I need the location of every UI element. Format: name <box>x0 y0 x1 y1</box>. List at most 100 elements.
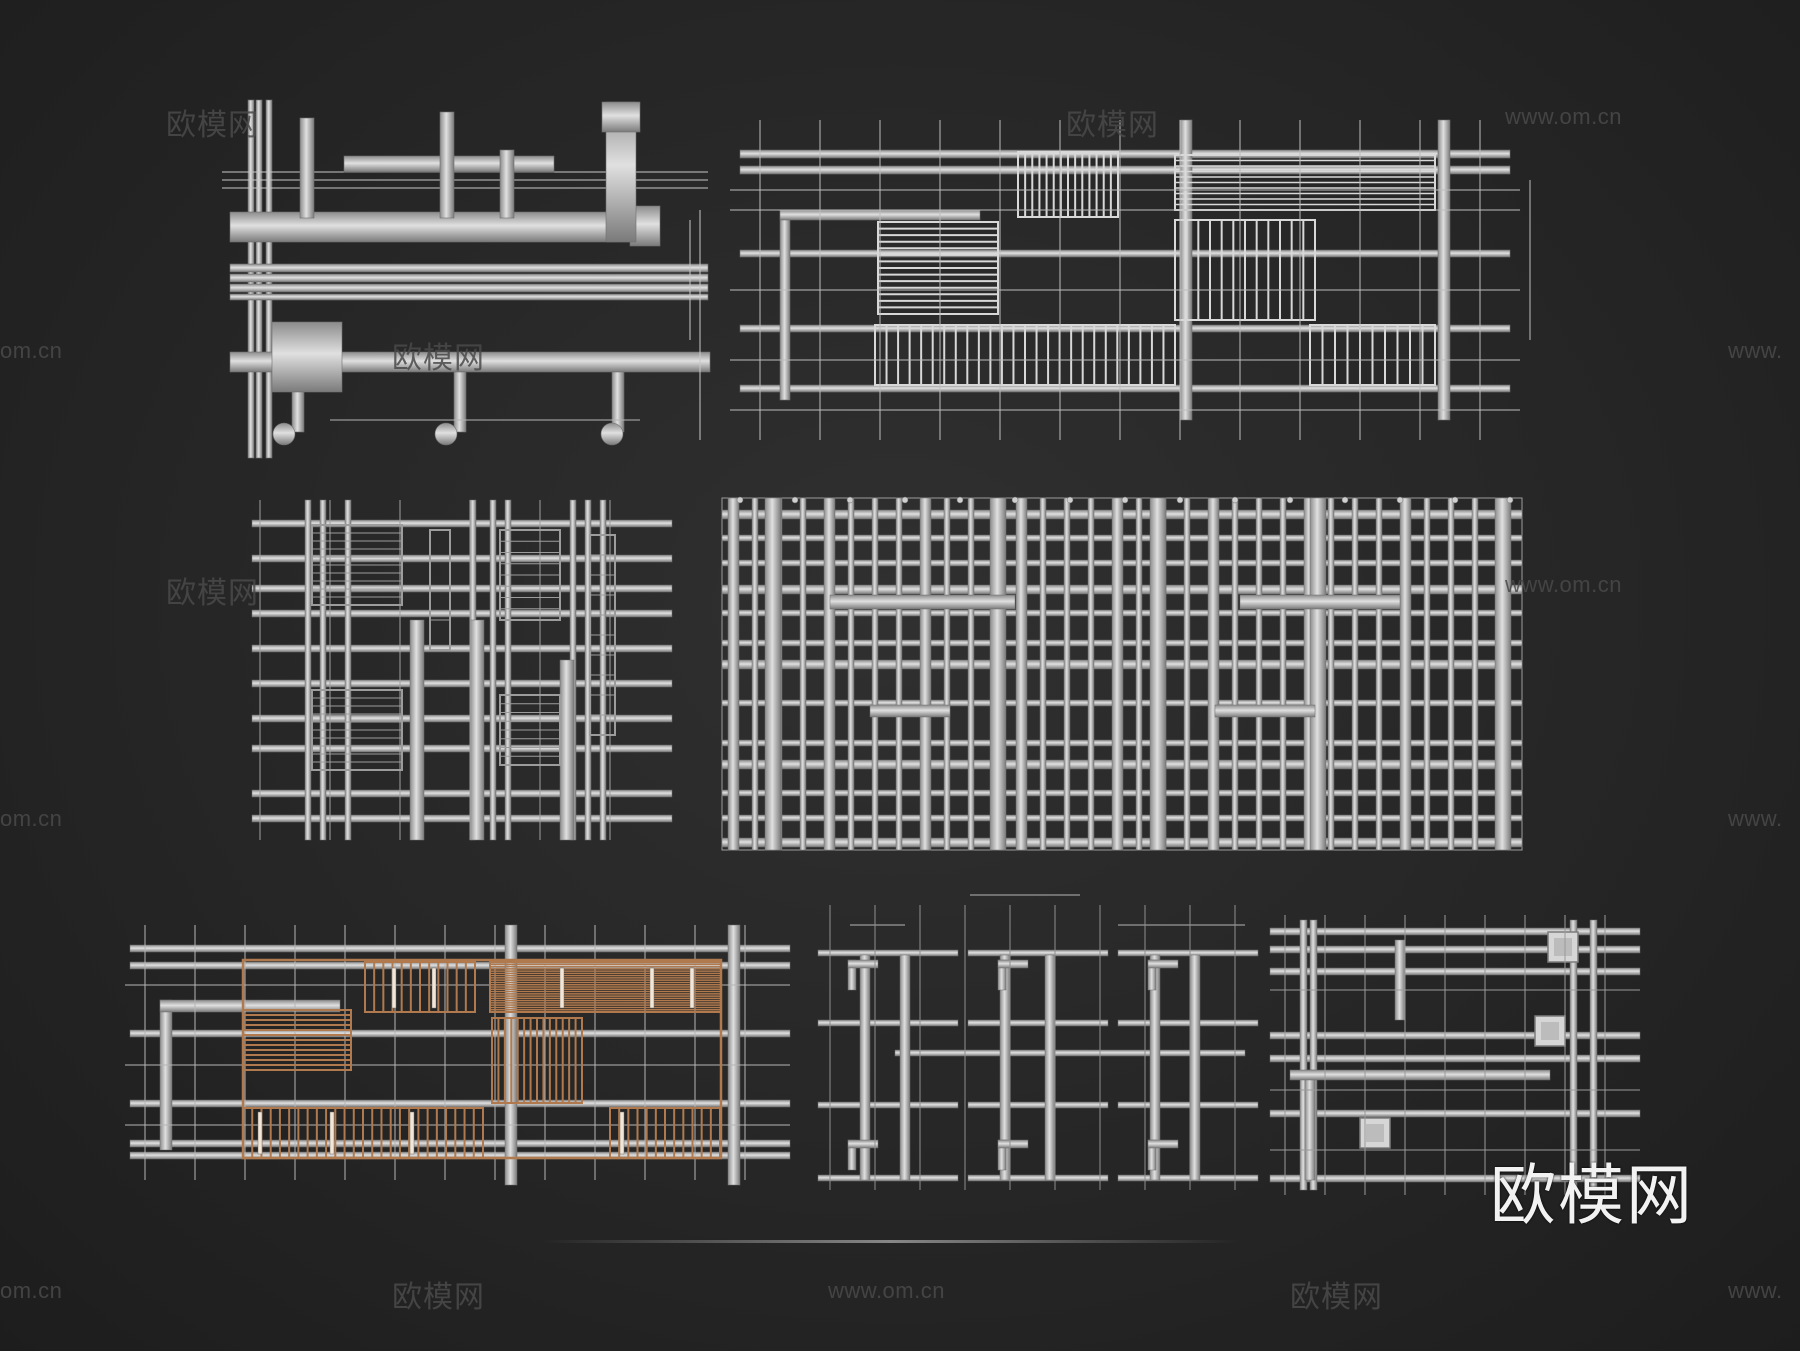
vertical-pipe <box>344 499 352 841</box>
grille-highlight <box>409 1111 415 1155</box>
horizontal-pipe <box>817 1019 959 1027</box>
horizontal-pipe <box>869 704 951 718</box>
horizontal-pipe <box>1147 959 1179 969</box>
vertical-pipe <box>943 497 951 851</box>
vertical-pipe <box>1399 497 1412 851</box>
horizontal-pipe <box>129 1139 791 1148</box>
horizontal-pipe <box>1269 1054 1641 1063</box>
vertical-pipe <box>799 497 807 851</box>
horizontal-pipe <box>251 789 673 798</box>
panel-large-pipe-grid <box>721 496 1523 851</box>
horizontal-pipe <box>129 1099 791 1108</box>
horizontal-pipe <box>1214 704 1316 718</box>
grille-highlight <box>619 1111 625 1155</box>
horizontal-pipe <box>251 744 673 753</box>
grille-highlight <box>649 967 655 1009</box>
horizontal-pipe <box>251 714 673 723</box>
vertical-pipe <box>304 499 312 841</box>
pipe-fitting <box>901 496 909 504</box>
panel-wood-grille-rack <box>125 924 791 1186</box>
vertical-pipe <box>409 619 425 841</box>
watermark-cn: 欧模网 <box>166 108 259 143</box>
horizontal-pipe <box>251 679 673 688</box>
pipe-fitting <box>956 496 964 504</box>
watermark-url: www.om.cn <box>1505 572 1622 597</box>
pipe-fitting <box>1066 496 1074 504</box>
watermark-url: om.cn <box>0 1278 63 1303</box>
horizontal-pipe <box>817 1174 959 1182</box>
horizontal-pipe <box>251 644 673 653</box>
pipe-fitting <box>1176 496 1184 504</box>
vertical-pipe <box>1135 497 1143 851</box>
vertical-pipe <box>319 499 327 841</box>
grille-highlight <box>559 967 565 1009</box>
pipe-fitting <box>1396 496 1404 504</box>
grille-highlight <box>431 967 437 1009</box>
vertical-pipe <box>599 499 607 841</box>
vertical-pipe <box>1309 497 1327 851</box>
watermark-cn: 欧模网 <box>166 576 259 611</box>
horizontal-pipe <box>967 949 1109 957</box>
vertical-pipe <box>727 924 741 1186</box>
horizontal-pipe <box>1117 1019 1259 1027</box>
vertical-pipe <box>899 954 911 1181</box>
watermark-url: om.cn <box>0 338 63 363</box>
vertical-pipe <box>1231 497 1239 851</box>
vertical-pipe <box>1304 1069 1316 1181</box>
vertical-pipe <box>895 497 903 851</box>
watermark-cn: 欧模网 <box>392 1280 485 1315</box>
vertical-pipe <box>1087 497 1095 851</box>
watermark-cn: 欧模网 <box>1290 1280 1383 1315</box>
pipe-fitting <box>1231 496 1239 504</box>
watermark-url: www. <box>1728 338 1783 363</box>
watermark-url: www.om.cn <box>1505 104 1622 129</box>
vertical-pipe <box>989 497 1007 851</box>
grille-highlight <box>391 967 397 1009</box>
vertical-pipe <box>847 497 855 851</box>
horizontal-pipe <box>1269 1174 1641 1183</box>
vertical-pipe <box>1189 954 1201 1181</box>
horizontal-pipe <box>1269 927 1641 936</box>
horizontal-pipe <box>967 1101 1109 1109</box>
watermark-url: www. <box>1728 806 1783 831</box>
vertical-pipe <box>1327 497 1335 851</box>
vertical-pipe <box>967 497 975 851</box>
watermark-url: www. <box>1728 1278 1783 1303</box>
horizontal-pipe <box>847 1139 879 1149</box>
pipe-fitting <box>1011 496 1019 504</box>
horizontal-pipe <box>251 519 673 528</box>
pipe-fitting <box>1341 496 1349 504</box>
horizontal-pipe <box>1147 1139 1179 1149</box>
vertical-pipe <box>1279 497 1287 851</box>
grille-highlight <box>329 1111 335 1155</box>
horizontal-pipe <box>967 1019 1109 1027</box>
watermark-cn: 欧模网 <box>392 341 485 376</box>
vertical-pipe <box>1183 497 1191 851</box>
vertical-pipe <box>1207 497 1220 851</box>
vertical-pipe <box>1149 954 1161 1181</box>
panel-equipment-rack <box>1269 915 1641 1195</box>
pipe-fitting <box>846 496 854 504</box>
horizontal-pipe <box>1269 1109 1641 1118</box>
vertical-pipe <box>1255 497 1263 851</box>
vertical-pipe <box>751 497 759 851</box>
horizontal-pipe <box>967 1174 1109 1182</box>
vertical-pipe <box>1589 919 1598 1191</box>
horizontal-pipe <box>1239 594 1401 610</box>
horizontal-pipe <box>1269 945 1641 954</box>
vertical-pipe <box>919 497 932 851</box>
horizontal-pipe <box>251 554 673 563</box>
vertical-pipe <box>1149 497 1167 851</box>
horizontal-pipe <box>847 959 879 969</box>
pipe-fitting <box>1286 496 1294 504</box>
watermark-url: www.om.cn <box>828 1278 945 1303</box>
vertical-pipe <box>1394 939 1406 1021</box>
horizontal-pipe <box>1269 967 1641 976</box>
panel-pipe-rack-grilles <box>730 119 1531 440</box>
vertical-pipe <box>1351 497 1359 851</box>
equipment-box-face <box>1366 1124 1384 1142</box>
vertical-pipe <box>1471 497 1479 851</box>
panel-duct-assembly <box>222 99 711 459</box>
pipe-fitting <box>736 496 744 504</box>
